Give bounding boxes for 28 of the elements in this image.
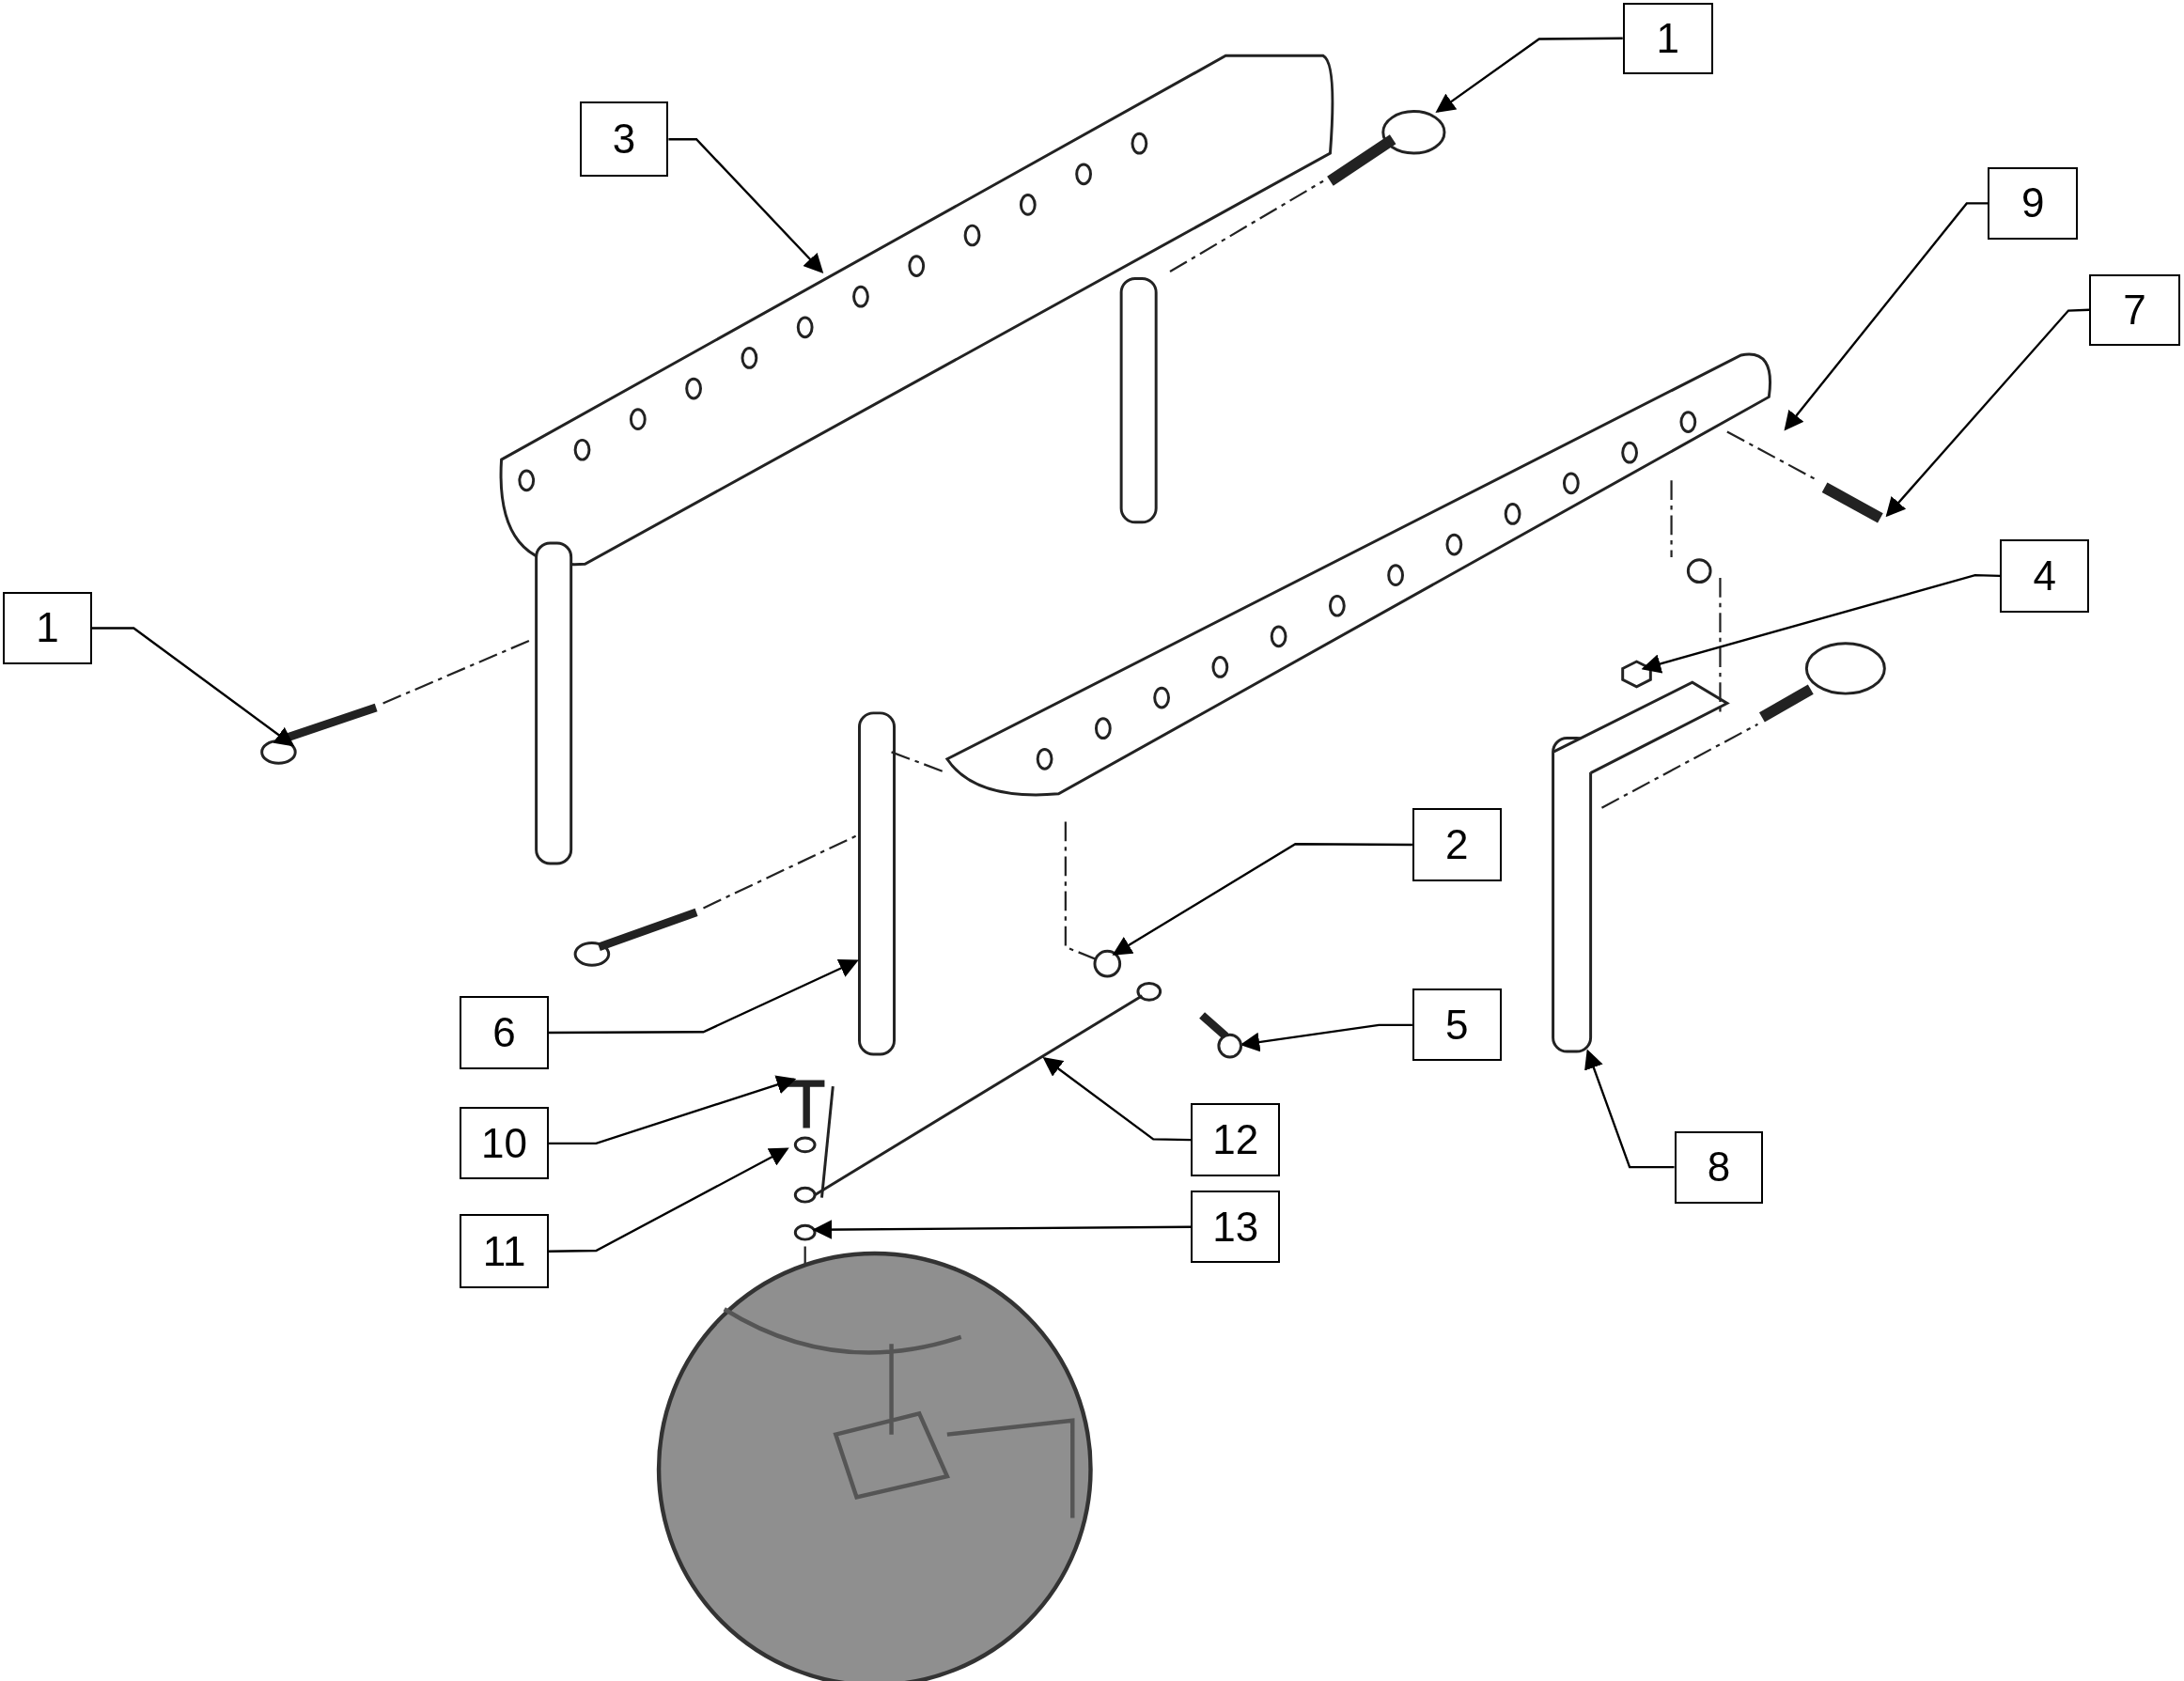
callout-number: 5 (1412, 988, 1502, 1062)
leader-line (668, 138, 824, 273)
callout-number: 1 (1622, 2, 1713, 74)
leader-line (548, 958, 859, 1035)
callout-number: 1 (2, 591, 92, 664)
callout-number: 7 (2089, 273, 2180, 346)
callout-number: 10 (460, 1107, 549, 1180)
callout-number: 12 (1191, 1102, 1281, 1177)
leader-line (1885, 308, 2090, 518)
leader-line (1112, 843, 1412, 956)
callout-number: 8 (1674, 1130, 1764, 1204)
leader-line (91, 627, 295, 747)
leader-line (1641, 573, 2001, 674)
leader-line (1435, 37, 1623, 114)
callout-number: 3 (579, 101, 669, 178)
leader-line (1784, 202, 1988, 431)
leader-line (548, 1147, 789, 1253)
callout-number: 9 (1988, 166, 2079, 240)
leader-line (1042, 1056, 1192, 1142)
leader-line (1584, 1049, 1675, 1169)
leader-line (548, 1075, 797, 1145)
callout-number: 13 (1191, 1191, 1281, 1264)
callout-number: 2 (1412, 807, 1502, 882)
callout-number: 6 (460, 995, 549, 1070)
callout-number: 11 (460, 1214, 549, 1288)
callout-number: 4 (2000, 538, 2090, 614)
leader-line (812, 1220, 1193, 1239)
knob-icon (1199, 1012, 1243, 1059)
